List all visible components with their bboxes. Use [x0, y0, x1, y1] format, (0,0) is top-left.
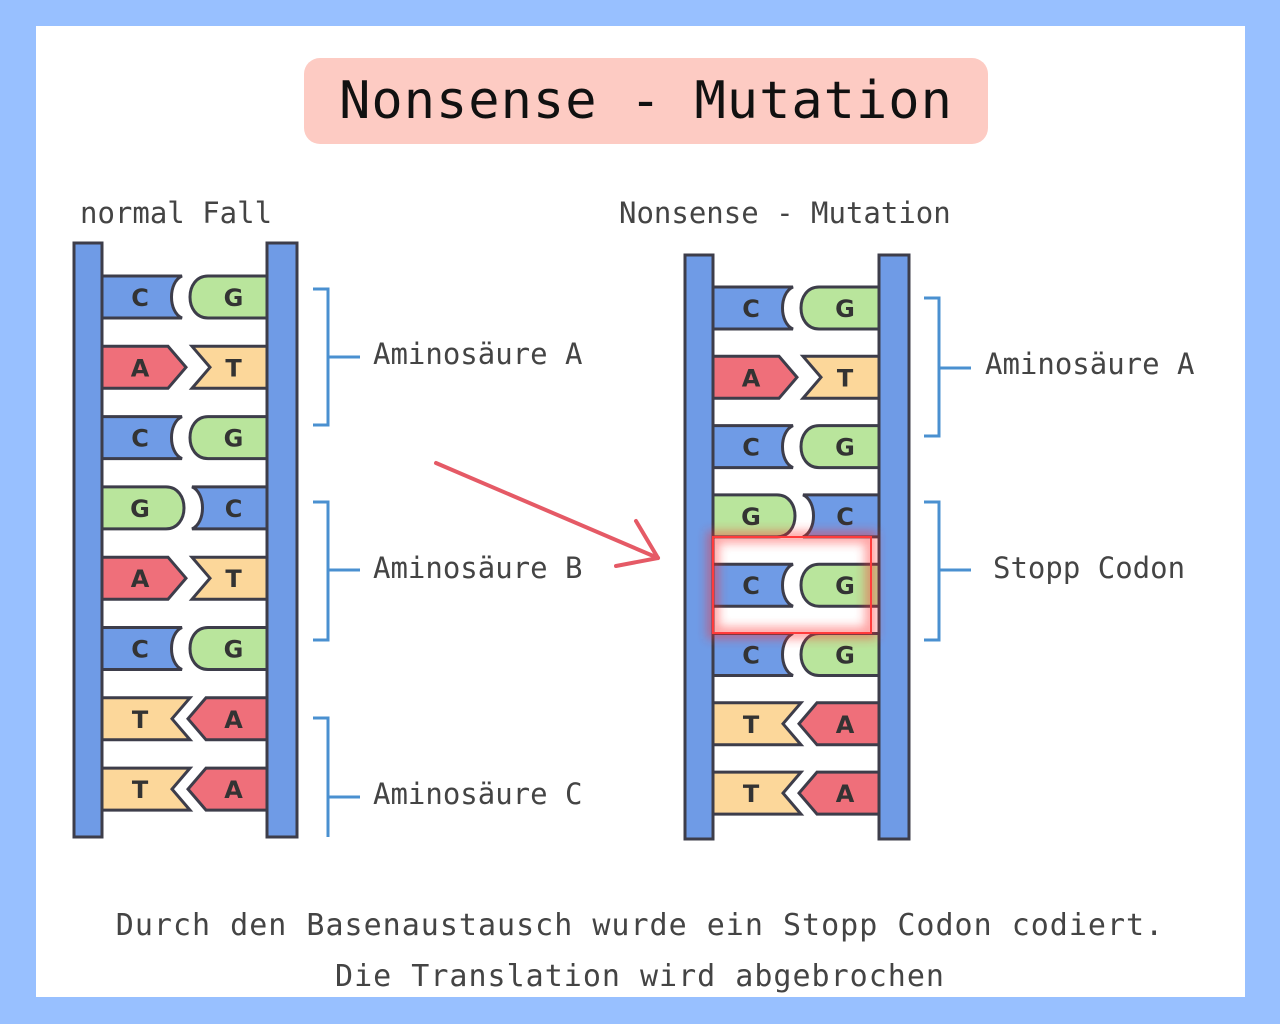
right-pair-4-right-letter: C — [836, 503, 854, 531]
left-pair-4-right-base — [191, 485, 269, 531]
right-pair-8-right-letter: A — [836, 780, 855, 808]
left-pair-6-right-base — [188, 626, 269, 671]
left-pair-8-left-letter: T — [132, 776, 149, 804]
right-panel-heading: Nonsense - Mutation — [619, 196, 951, 230]
caption-line-1: Durch den Basenaustausch wurde ein Stopp… — [115, 908, 1165, 943]
right-pair-5-right-letter: G — [835, 572, 855, 600]
right-strand-backbone-2 — [877, 253, 911, 841]
left-pair-3-right-base — [188, 415, 269, 461]
right-pair-6-right-letter: G — [835, 642, 855, 670]
left-pair-1-right-base — [188, 274, 269, 320]
right-pair-2-left-base — [711, 354, 799, 400]
right-pair-5-left-letter: C — [742, 572, 760, 600]
left-pair-7-left-base — [100, 696, 194, 742]
left-pair-2-left-letter: A — [131, 354, 150, 382]
left-pair-4-left-letter: G — [130, 495, 150, 523]
left-group-label-c: Aminosäure C — [373, 777, 583, 811]
left-pair-1-right-letter: G — [224, 284, 244, 312]
left-pair-5-left-letter: A — [131, 565, 150, 593]
right-pair-8-right-base — [797, 770, 881, 816]
right-group-label-stop: Stopp Codon — [993, 551, 1186, 585]
right-pair-3-right-base — [799, 424, 881, 470]
right-base-pairs: C G A T C G G C C G C G T A T A — [711, 285, 881, 816]
left-bracket-b — [313, 500, 360, 642]
left-pair-1-left-base — [100, 274, 183, 320]
right-bracket-stop — [924, 500, 971, 642]
left-pair-6-right-letter: G — [224, 636, 244, 664]
left-pair-3-left-letter: C — [131, 425, 149, 453]
mutation-arrow — [434, 461, 660, 568]
left-pair-4-right-letter: C — [225, 495, 243, 523]
right-pair-8-left-letter: T — [743, 780, 760, 808]
right-pair-7-right-letter: A — [836, 711, 855, 739]
left-pair-7-right-letter: A — [224, 706, 243, 734]
right-pair-8-left-base — [711, 770, 805, 816]
left-pair-8-right-base — [186, 766, 269, 812]
left-bracket-a — [313, 287, 360, 427]
left-pair-4-left-base — [100, 485, 186, 531]
right-pair-1-left-base — [711, 285, 794, 331]
left-group-label-a: Aminosäure A — [373, 337, 583, 371]
right-group-label-a: Aminosäure A — [985, 347, 1195, 381]
right-pair-5-right-base — [799, 562, 881, 608]
right-pair-1-right-base — [799, 285, 881, 331]
right-pair-1-right-letter: G — [835, 295, 855, 323]
left-pair-2-left-base — [100, 344, 188, 390]
left-pair-3-left-base — [100, 415, 183, 461]
caption-line-2: Die Translation wird abgebrochen — [335, 959, 945, 994]
mutation-highlight — [707, 531, 877, 639]
left-pair-8-right-letter: A — [224, 776, 243, 804]
page-title: Nonsense - Mutation — [339, 71, 953, 131]
right-pair-5-left-base — [711, 562, 794, 608]
right-pair-7-right-base — [797, 701, 881, 747]
left-pair-5-left-base — [100, 555, 188, 601]
left-base-pairs: C G A T C G G C A T C G T A T A — [100, 274, 269, 812]
left-group-label-b: Aminosäure B — [373, 551, 583, 585]
right-bracket-a — [924, 296, 971, 438]
left-pair-2-right-letter: T — [225, 354, 242, 382]
left-panel-heading: normal Fall — [80, 196, 273, 230]
left-pair-6-left-base — [100, 626, 183, 671]
left-strand-backbone-1 — [72, 241, 104, 839]
right-pair-3-right-letter: G — [835, 434, 855, 462]
left-bracket-c — [313, 716, 360, 837]
left-pair-7-left-letter: T — [132, 706, 149, 734]
left-strand-backbone-2 — [265, 241, 299, 839]
right-pair-7-left-base — [711, 701, 805, 747]
left-pair-3-right-letter: G — [224, 425, 244, 453]
right-pair-1-left-letter: C — [742, 295, 760, 323]
right-pair-2-right-letter: T — [837, 364, 854, 392]
right-pair-6-left-letter: C — [742, 642, 760, 670]
right-pair-4-left-letter: G — [741, 503, 761, 531]
right-pair-3-left-base — [711, 424, 794, 470]
title-banner: Nonsense - Mutation — [304, 58, 988, 144]
left-pair-6-left-letter: C — [131, 636, 149, 664]
right-pair-2-left-letter: A — [742, 364, 761, 392]
left-pair-2-right-base — [188, 344, 269, 390]
left-pair-5-right-base — [188, 555, 269, 601]
left-pair-7-right-base — [186, 696, 269, 742]
left-pair-5-right-letter: T — [225, 565, 242, 593]
left-pair-1-left-letter: C — [131, 284, 149, 312]
left-pair-8-left-base — [100, 766, 194, 812]
right-pair-3-left-letter: C — [742, 434, 760, 462]
right-pair-2-right-base — [799, 354, 881, 400]
right-pair-7-left-letter: T — [743, 711, 760, 739]
